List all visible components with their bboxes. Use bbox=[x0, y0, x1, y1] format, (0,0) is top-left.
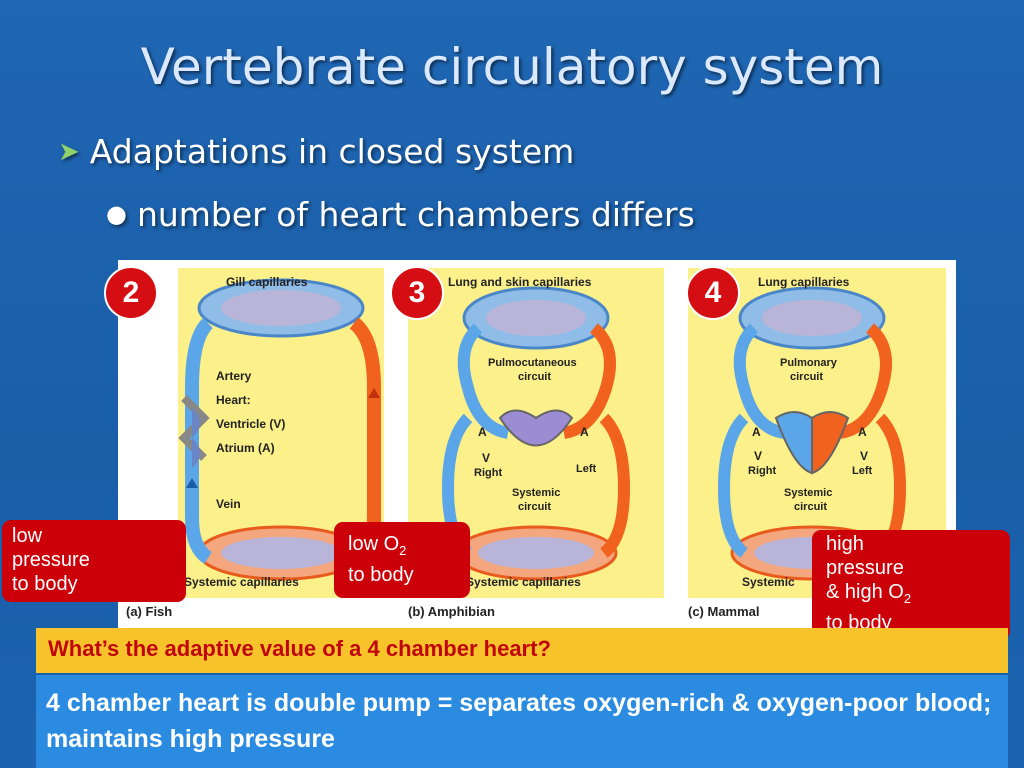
mammal-bottom-label: Systemic bbox=[742, 575, 795, 589]
fish-label-artery: Artery bbox=[216, 369, 252, 383]
badge-four-chambers: 4 bbox=[686, 266, 740, 320]
answer-box: 4 chamber heart is double pump = separat… bbox=[36, 675, 1008, 768]
fish-label-atrium: Atrium (A) bbox=[216, 441, 275, 455]
circulation-figure: Artery Heart: Ventricle (V) Atrium (A) V… bbox=[118, 260, 956, 628]
caption-amphibian: (b) Amphibian bbox=[408, 604, 495, 619]
callout-mammal-line3: & high O bbox=[826, 581, 904, 603]
fish-label-ventricle: Ventricle (V) bbox=[216, 417, 285, 431]
arrow-right-icon: ➤ bbox=[58, 137, 80, 167]
callout-fish-line1: low bbox=[12, 525, 43, 547]
amphibian-bottom-label: Systemic capillaries bbox=[466, 575, 581, 589]
badge-two-chambers: 2 bbox=[104, 266, 158, 320]
callout-mammal-sub3: 2 bbox=[903, 591, 912, 606]
caption-mammal: (c) Mammal bbox=[688, 604, 760, 619]
mammal-right-v: V bbox=[860, 449, 868, 463]
panel-fish: Artery Heart: Ventricle (V) Atrium (A) V… bbox=[178, 268, 384, 598]
dot-icon: ● bbox=[106, 200, 127, 228]
bullet-adaptations-text: Adaptations in closed system bbox=[89, 132, 575, 171]
mammal-circuit-bottom-1: Systemic bbox=[784, 487, 832, 499]
callout-fish-line2: pressure bbox=[12, 549, 90, 571]
bullet-adaptations: ➤ Adaptations in closed system bbox=[58, 132, 574, 171]
amphibian-circuit-top-1: Pulmocutaneous bbox=[488, 357, 577, 369]
mammal-top-label: Lung capillaries bbox=[758, 275, 850, 289]
badge-three-chambers: 3 bbox=[390, 266, 444, 320]
callout-mammal-line1: high bbox=[826, 533, 864, 555]
amphibian-circuit-top-2: circuit bbox=[518, 371, 551, 383]
callout-amphibian-line2: to body bbox=[348, 564, 414, 586]
amphibian-left-v: V bbox=[482, 451, 490, 465]
fish-label-heart: Heart: bbox=[216, 393, 251, 407]
mammal-circuit-top-1: Pulmonary bbox=[780, 357, 838, 369]
amphibian-side-right: Right bbox=[474, 467, 502, 479]
callout-mammal-line2: pressure bbox=[826, 557, 904, 579]
mammal-side-left: Left bbox=[852, 465, 873, 477]
panel-amphibian: Lung and skin capillaries Pulmocutaneous… bbox=[408, 268, 664, 598]
callout-amphibian-sub1: 2 bbox=[399, 543, 407, 558]
callout-amphibian: low O2 to body bbox=[334, 522, 470, 598]
fish-circuit-diagram: Artery Heart: Ventricle (V) Atrium (A) V… bbox=[178, 275, 381, 589]
mammal-left-a: A bbox=[752, 425, 761, 439]
amphibian-circuit-bottom-1: Systemic bbox=[512, 487, 560, 499]
mammal-right-a: A bbox=[858, 425, 867, 439]
mammal-side-right: Right bbox=[748, 465, 776, 477]
fish-top-label: Gill capillaries bbox=[226, 275, 308, 289]
slide-title: Vertebrate circulatory system bbox=[140, 38, 884, 96]
mammal-circuit-bottom-2: circuit bbox=[794, 501, 827, 513]
amphibian-side-left: Left bbox=[576, 463, 597, 475]
amphibian-top-label: Lung and skin capillaries bbox=[448, 275, 592, 289]
fish-label-vein: Vein bbox=[216, 497, 241, 511]
amphibian-circuit-diagram: Lung and skin capillaries Pulmocutaneous… bbox=[441, 275, 631, 589]
callout-amphibian-line1: low O bbox=[348, 533, 400, 555]
fish-bottom-label: Systemic capillaries bbox=[184, 575, 299, 589]
amphibian-right-a: A bbox=[580, 425, 589, 439]
callout-mammal: high pressure & high O2 to body bbox=[812, 530, 1010, 640]
mammal-left-v: V bbox=[754, 449, 762, 463]
question-bar: What’s the adaptive value of a 4 chamber… bbox=[36, 628, 1008, 673]
callout-fish-line3: to body bbox=[12, 573, 78, 595]
amphibian-left-a: A bbox=[478, 425, 487, 439]
callout-fish: low pressure to body bbox=[2, 520, 186, 602]
bullet-chambers: ● number of heart chambers differs bbox=[106, 195, 695, 234]
amphibian-circuit-bottom-2: circuit bbox=[518, 501, 551, 513]
caption-fish: (a) Fish bbox=[126, 604, 173, 619]
bullet-chambers-text: number of heart chambers differs bbox=[136, 195, 695, 234]
mammal-circuit-top-2: circuit bbox=[790, 371, 823, 383]
